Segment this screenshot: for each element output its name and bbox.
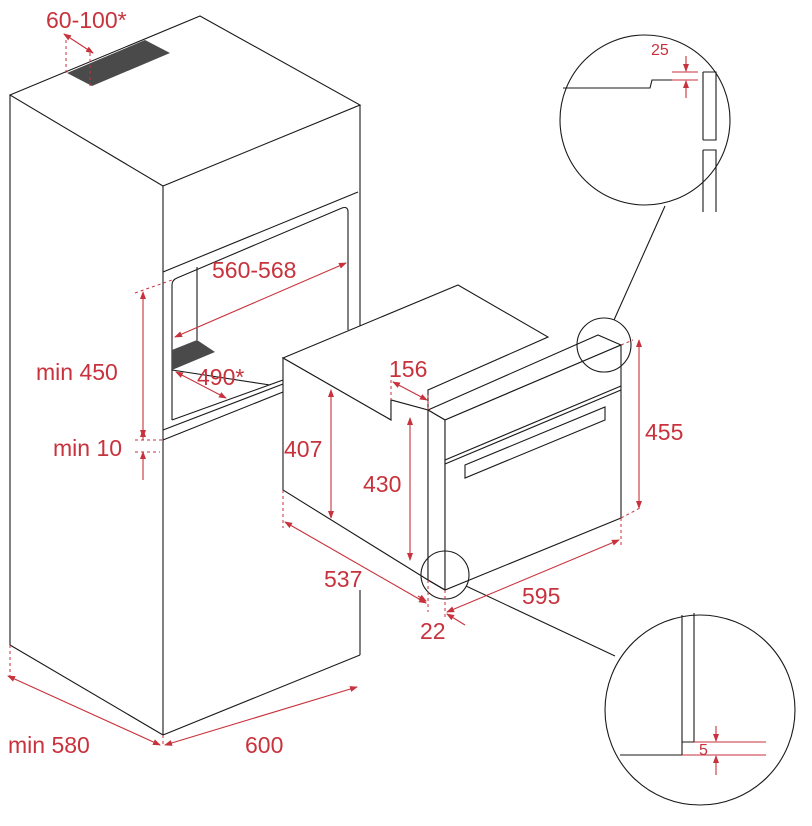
dim-front-offset: 156 (389, 356, 427, 382)
dim-niche-bottom: min 10 (53, 435, 122, 461)
dim-oven-depth: 537 (324, 566, 362, 592)
dim-oven-front-height: 455 (645, 419, 683, 445)
dim-cabinet-depth: min 580 (8, 732, 90, 758)
dim-cabinet-width: 600 (245, 732, 283, 758)
dim-oven-body-height: 430 (363, 471, 401, 497)
dim-vent-depth: 490* (197, 364, 244, 390)
hob-vent-top (67, 40, 170, 86)
bottom-detail-circle (604, 614, 796, 806)
dimension-lines (7, 33, 642, 746)
dim-niche-height: min 450 (36, 359, 118, 385)
dim-bottom-detail-gap: 5 (699, 742, 708, 759)
dim-front-thickness: 22 (420, 618, 446, 644)
dim-top-detail-gap: 25 (651, 42, 669, 59)
oven-handle (464, 406, 606, 479)
top-detail-circle (559, 34, 731, 206)
hob-vent-niche (172, 340, 215, 370)
oven (281, 284, 623, 591)
detail-callouts (420, 34, 796, 806)
dim-niche-width: 560-568 (212, 257, 296, 283)
dim-oven-width: 595 (522, 583, 560, 609)
dim-vent-gap: 60-100* (46, 7, 127, 33)
dim-oven-side-height: 407 (284, 436, 322, 462)
